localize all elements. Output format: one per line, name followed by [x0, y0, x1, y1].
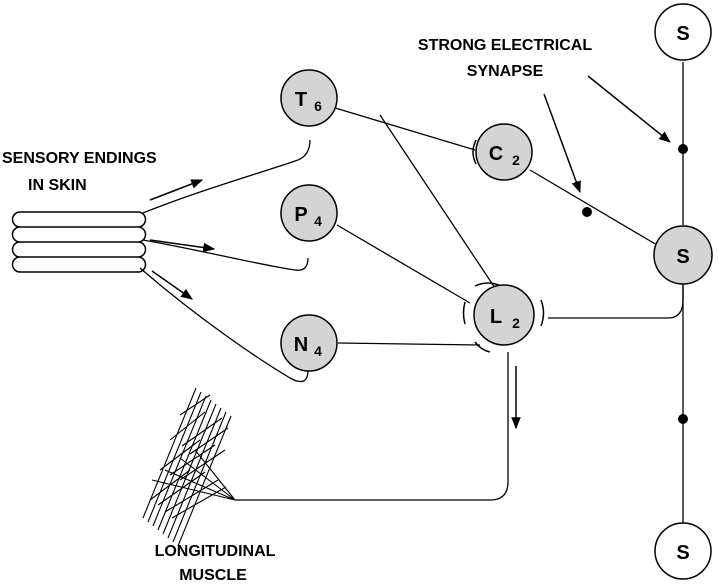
n4-to-l2: [337, 342, 481, 346]
synapse-bar-l2-right: [540, 299, 545, 327]
synapse-bar-l2-left: [462, 301, 466, 325]
neuron-p4: P 4: [280, 184, 338, 242]
neuron-l2: L 2: [473, 284, 535, 346]
l2-to-s-axon: [548, 280, 684, 319]
t6-to-c2: [331, 106, 476, 151]
axon-to-n4: [139, 267, 309, 383]
synapse-bar-c2: [472, 139, 477, 165]
neuron-s-bottom: S: [654, 522, 712, 580]
electrical-synapses: [582, 144, 688, 424]
neuron-s-bottom-letter: S: [676, 542, 689, 564]
neuron-c2-letter: C: [489, 143, 503, 165]
synapse-bars: [462, 139, 545, 353]
neuron-c2-subscript: 2: [512, 152, 520, 168]
synapse-label-arrow-1: [587, 75, 671, 143]
sensory-arrow-lower: [151, 270, 193, 300]
neuron-t6-letter: T: [295, 89, 307, 111]
p4-to-l2: [336, 224, 471, 304]
sensory-axons: [139, 139, 311, 383]
neuron-s-middle-letter: S: [676, 246, 689, 268]
longitudinal-muscle-label-line1: LONGITUDINAL: [155, 543, 276, 560]
neuron-s-middle: S: [653, 225, 713, 285]
neuron-s-top-letter: S: [676, 23, 689, 45]
synapse-bar-l2-bottom: [474, 341, 491, 353]
neuron-t6-subscript: 6: [314, 98, 322, 114]
neuron-n4-letter: N: [294, 334, 308, 356]
sensory-arrow-middle: [149, 239, 216, 253]
longitudinal-muscle: [142, 387, 236, 547]
neuron-n4: N 4: [280, 314, 338, 372]
synapse-label-line1: STRONG ELECTRICAL: [418, 37, 592, 54]
neuron-l2-letter: L: [490, 306, 502, 328]
neuron-p4-subscript: 4: [314, 213, 322, 229]
neuron-c2: C 2: [475, 123, 533, 181]
neuron-n4-subscript: 4: [314, 343, 322, 359]
sensory-endings-label-line1: SENSORY ENDINGS: [2, 150, 157, 167]
longitudinal-muscle-label-line2: MUSCLE: [179, 567, 247, 584]
skin-sensory-endings: [11, 211, 147, 273]
annotation-arrows: [511, 75, 671, 430]
electrical-synapse-dot-c2-s: [582, 207, 592, 217]
neuron-p4-letter: P: [294, 204, 307, 226]
synapse-label-line2: SYNAPSE: [467, 63, 544, 80]
neuron-s-top: S: [654, 3, 712, 61]
axon-to-t6: [142, 139, 311, 214]
neuron-t6: T 6: [280, 69, 338, 127]
t6-to-l2: [379, 114, 496, 289]
sensory-endings-label-line2: IN SKIN: [28, 177, 87, 194]
l2-motor-axon: [235, 352, 509, 501]
sensory-arrow-upper: [149, 179, 204, 201]
neuron-connections: [235, 62, 684, 528]
electrical-synapse-dot-lower: [678, 414, 688, 424]
neuron-l2-subscript: 2: [512, 315, 520, 331]
c2-to-s: [529, 169, 658, 246]
axon-to-p4: [142, 239, 309, 271]
synapse-label-arrow-2: [543, 93, 581, 194]
sensory-arrows: [149, 179, 216, 300]
electrical-synapse-dot-upper: [678, 144, 688, 154]
